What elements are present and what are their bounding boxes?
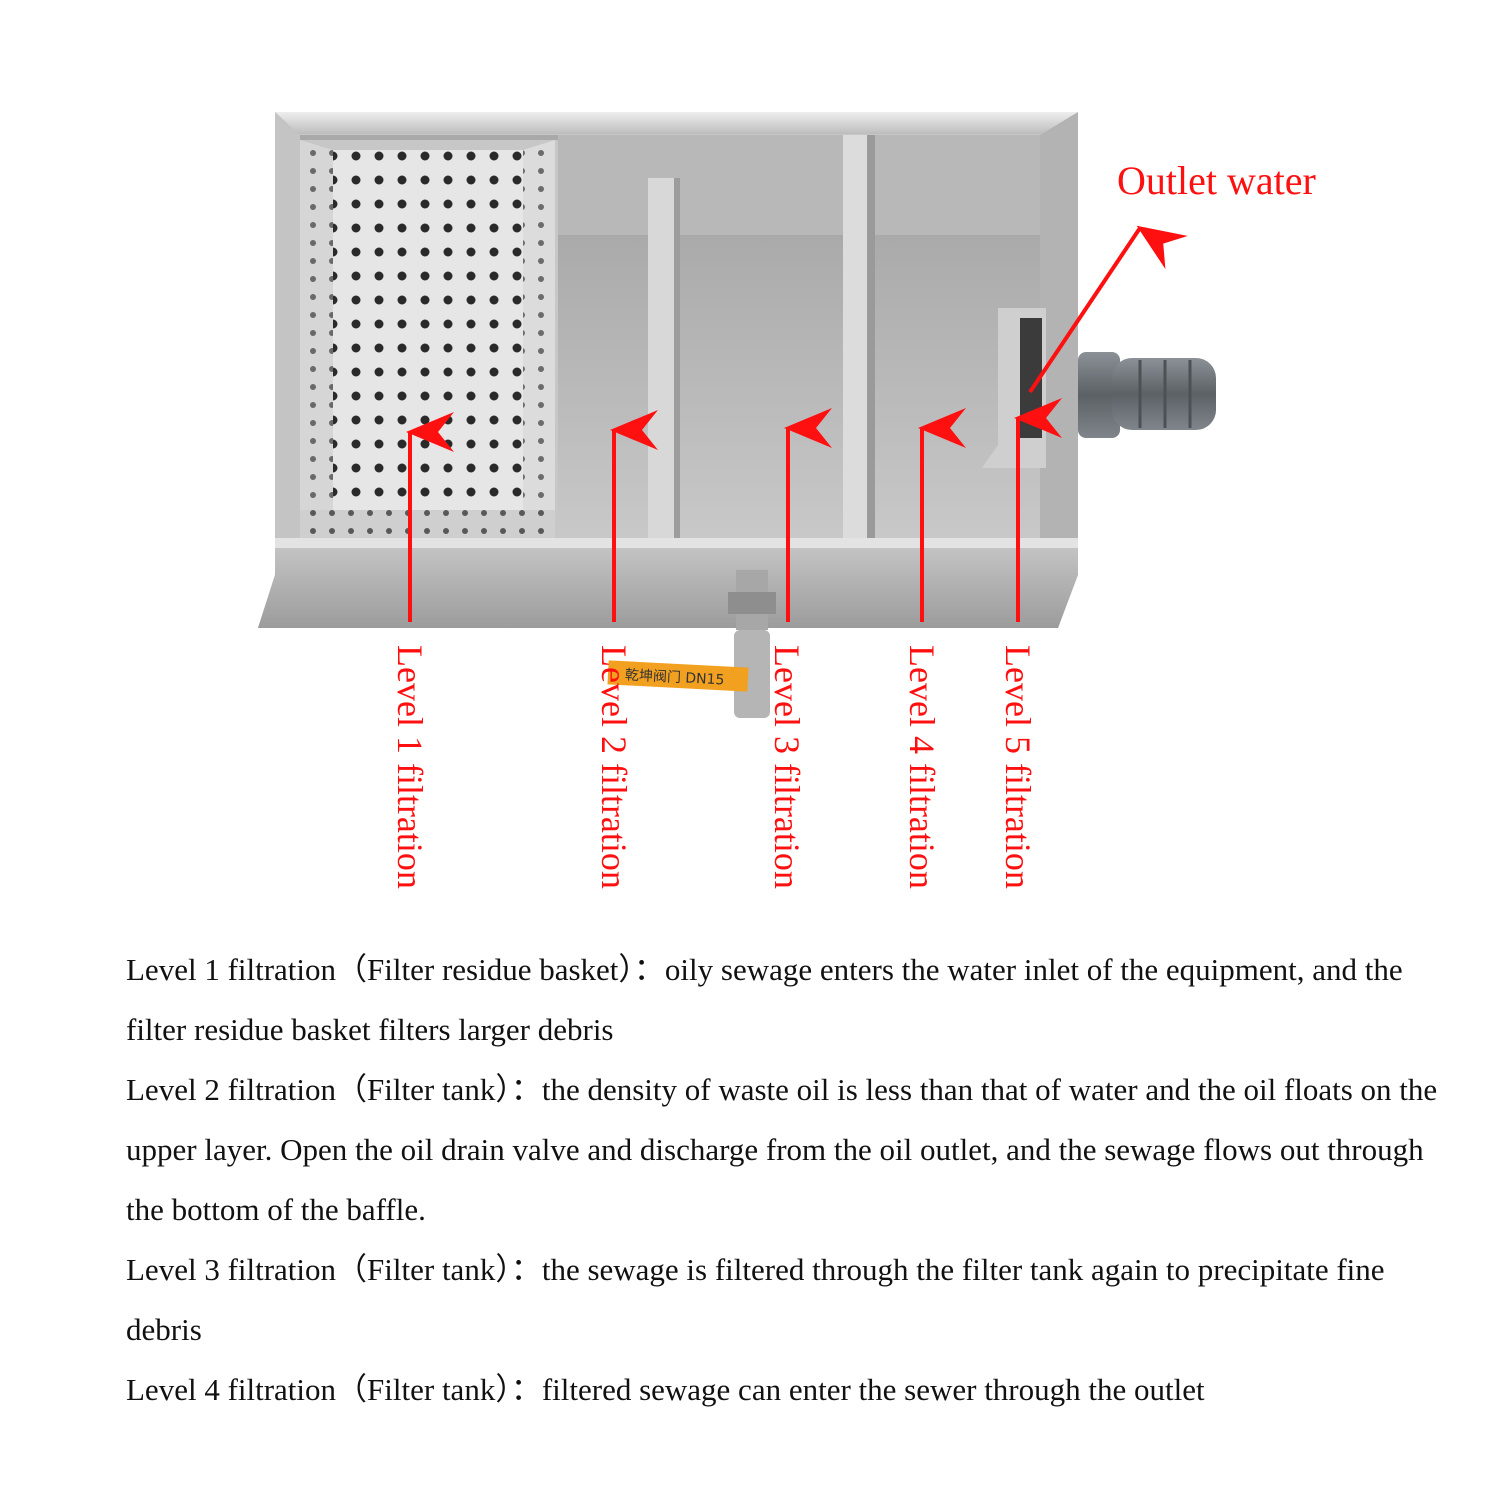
filter-basket: [300, 140, 558, 538]
description-title: Level 1 filtration（Filter residue basket…: [126, 952, 634, 987]
outlet-flange: [1078, 352, 1120, 438]
description-text: ：filtered sewage can enter the sewer thr…: [510, 1372, 1205, 1407]
description-level-4: Level 4 filtration（Filter tank）：filtered…: [126, 1360, 1456, 1420]
baffles: [648, 135, 875, 538]
drain-valve: 乾坤阀门 DN15: [607, 570, 776, 718]
description-title: Level 4 filtration（Filter tank）: [126, 1372, 511, 1407]
description-block: Level 1 filtration（Filter residue basket…: [126, 940, 1456, 1420]
level-3-label: Level 3 filtration: [767, 645, 807, 889]
description-text: ：the sewage is filtered through the filt…: [126, 1252, 1385, 1347]
baffle-1: [648, 178, 674, 538]
valve-handle: [607, 660, 749, 692]
tank-floor: [558, 235, 1040, 545]
level-4-label: Level 4 filtration: [902, 645, 942, 889]
valve-body: [734, 630, 770, 718]
tank-left-wall: [275, 112, 300, 575]
outlet-water-label: Outlet water: [1117, 158, 1316, 203]
level-1-label: Level 1 filtration: [390, 645, 430, 889]
tank-right-wall: [1040, 112, 1078, 575]
description-title: Level 2 filtration（Filter tank）: [126, 1072, 511, 1107]
tank-front-face: [258, 538, 1078, 628]
grease-trap-diagram: 乾坤阀门 DN15: [258, 112, 1216, 718]
description-level-1: Level 1 filtration（Filter residue basket…: [126, 940, 1456, 1060]
back-wall-upper: [558, 135, 1040, 235]
arrow-outlet: [1028, 225, 1188, 394]
description-level-3: Level 3 filtration（Filter tank）：the sewa…: [126, 1240, 1456, 1360]
annotation-arrows: [406, 225, 1188, 622]
level-2-label: Level 2 filtration: [594, 645, 634, 889]
description-text: ：the density of waste oil is less than t…: [126, 1072, 1438, 1227]
level-5-label: Level 5 filtration: [998, 645, 1038, 889]
tank-rim-top: [275, 112, 1078, 134]
baffle-2: [843, 135, 867, 538]
basket-holes: [333, 150, 523, 510]
valve-handle-text: 乾坤阀门 DN15: [625, 667, 725, 688]
description-text: ：oily sewage enters the water inlet of t…: [126, 952, 1403, 1047]
description-level-2: Level 2 filtration（Filter tank）：the dens…: [126, 1060, 1456, 1240]
description-title: Level 3 filtration（Filter tank）: [126, 1252, 511, 1287]
tank-front-rim: [275, 538, 1078, 548]
